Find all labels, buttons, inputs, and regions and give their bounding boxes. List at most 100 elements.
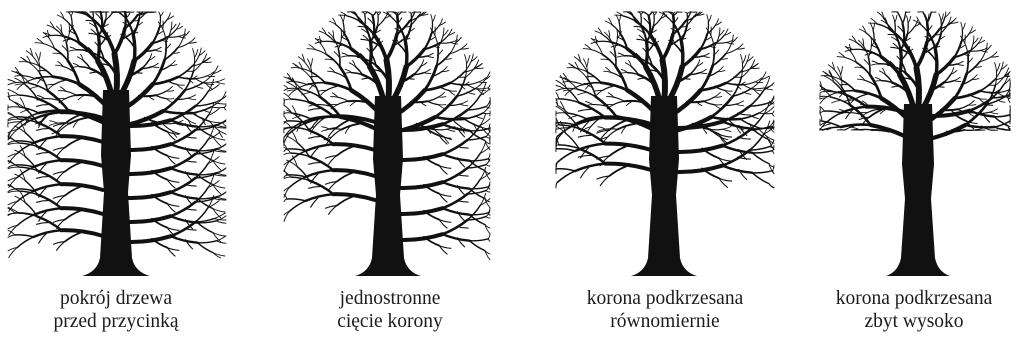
branch bbox=[115, 54, 118, 96]
branch bbox=[832, 101, 840, 103]
branch bbox=[65, 139, 80, 148]
branch bbox=[284, 199, 287, 202]
branch bbox=[443, 140, 468, 154]
branch bbox=[171, 216, 198, 223]
branch bbox=[488, 154, 490, 159]
caption-crown-raised-too-high: korona podkrzesana zbyt wysoko bbox=[810, 287, 1018, 333]
branch bbox=[437, 47, 439, 65]
branch bbox=[873, 23, 875, 30]
branch bbox=[681, 41, 683, 67]
branch bbox=[77, 50, 88, 51]
branch bbox=[677, 166, 723, 172]
branch bbox=[428, 101, 439, 104]
branch bbox=[348, 101, 365, 102]
branch bbox=[323, 41, 335, 42]
branch bbox=[156, 91, 167, 95]
branch bbox=[587, 59, 589, 67]
branch bbox=[155, 47, 162, 50]
branch bbox=[875, 77, 881, 80]
branch bbox=[673, 16, 674, 35]
branch bbox=[917, 68, 920, 110]
branch bbox=[609, 147, 626, 157]
branch bbox=[139, 95, 156, 96]
branch bbox=[427, 53, 434, 56]
branch bbox=[411, 12, 413, 13]
branch bbox=[129, 216, 171, 222]
branch bbox=[193, 49, 195, 58]
branch bbox=[61, 160, 103, 166]
branch bbox=[872, 130, 890, 132]
branch bbox=[907, 23, 908, 34]
branch bbox=[90, 72, 97, 73]
branch bbox=[45, 99, 57, 100]
branch bbox=[48, 91, 69, 111]
branch bbox=[935, 49, 937, 75]
branch bbox=[76, 95, 93, 96]
branch bbox=[773, 165, 774, 170]
branch bbox=[663, 60, 666, 102]
branch bbox=[634, 26, 642, 27]
branch bbox=[961, 23, 963, 31]
branch bbox=[663, 34, 673, 60]
branch bbox=[428, 97, 439, 101]
branch bbox=[78, 96, 84, 100]
branch bbox=[677, 146, 723, 152]
branch bbox=[171, 144, 198, 151]
branch bbox=[967, 55, 969, 73]
branch bbox=[71, 12, 73, 16]
branch bbox=[171, 236, 198, 243]
branch bbox=[954, 77, 960, 80]
branch bbox=[485, 199, 490, 208]
branch bbox=[155, 50, 162, 51]
branch bbox=[320, 90, 326, 95]
branch bbox=[841, 125, 871, 127]
branch bbox=[309, 109, 321, 111]
branch bbox=[485, 225, 490, 234]
caption-tree-before-pruning: pokrój drzewa przed przycinką bbox=[0, 287, 232, 333]
branch bbox=[65, 163, 80, 172]
branch bbox=[156, 95, 167, 98]
branch bbox=[485, 251, 490, 260]
branch bbox=[65, 211, 80, 220]
branch bbox=[405, 41, 407, 67]
branch bbox=[8, 83, 16, 85]
branch bbox=[483, 113, 490, 114]
branch bbox=[8, 167, 19, 168]
branch bbox=[336, 25, 344, 33]
branch bbox=[61, 230, 103, 236]
branch bbox=[559, 145, 579, 149]
branch bbox=[601, 59, 609, 60]
branch bbox=[556, 169, 575, 171]
branch bbox=[605, 164, 651, 170]
branch bbox=[427, 56, 434, 57]
branch bbox=[8, 80, 16, 83]
branch bbox=[171, 178, 196, 192]
branch bbox=[34, 230, 62, 237]
branch bbox=[616, 15, 619, 22]
tree-raised-too-high-illustration bbox=[810, 0, 1018, 276]
branch bbox=[311, 59, 313, 67]
branch bbox=[166, 86, 172, 91]
branch bbox=[152, 67, 159, 68]
branch bbox=[70, 50, 77, 51]
branch bbox=[431, 22, 432, 34]
branch bbox=[486, 191, 490, 192]
branch bbox=[407, 78, 414, 79]
branch bbox=[198, 241, 217, 243]
branch bbox=[465, 55, 467, 64]
branch bbox=[557, 151, 575, 163]
branch bbox=[397, 16, 398, 35]
branch bbox=[736, 101, 744, 104]
branch bbox=[61, 184, 103, 190]
branch bbox=[700, 73, 707, 74]
branch bbox=[824, 111, 841, 113]
branch bbox=[431, 15, 433, 23]
branch bbox=[743, 55, 746, 64]
branch bbox=[129, 192, 171, 198]
branch bbox=[284, 177, 291, 178]
branch bbox=[363, 12, 365, 14]
branch bbox=[954, 81, 961, 82]
branch bbox=[614, 97, 624, 101]
branch bbox=[171, 154, 196, 168]
branch bbox=[602, 86, 613, 90]
